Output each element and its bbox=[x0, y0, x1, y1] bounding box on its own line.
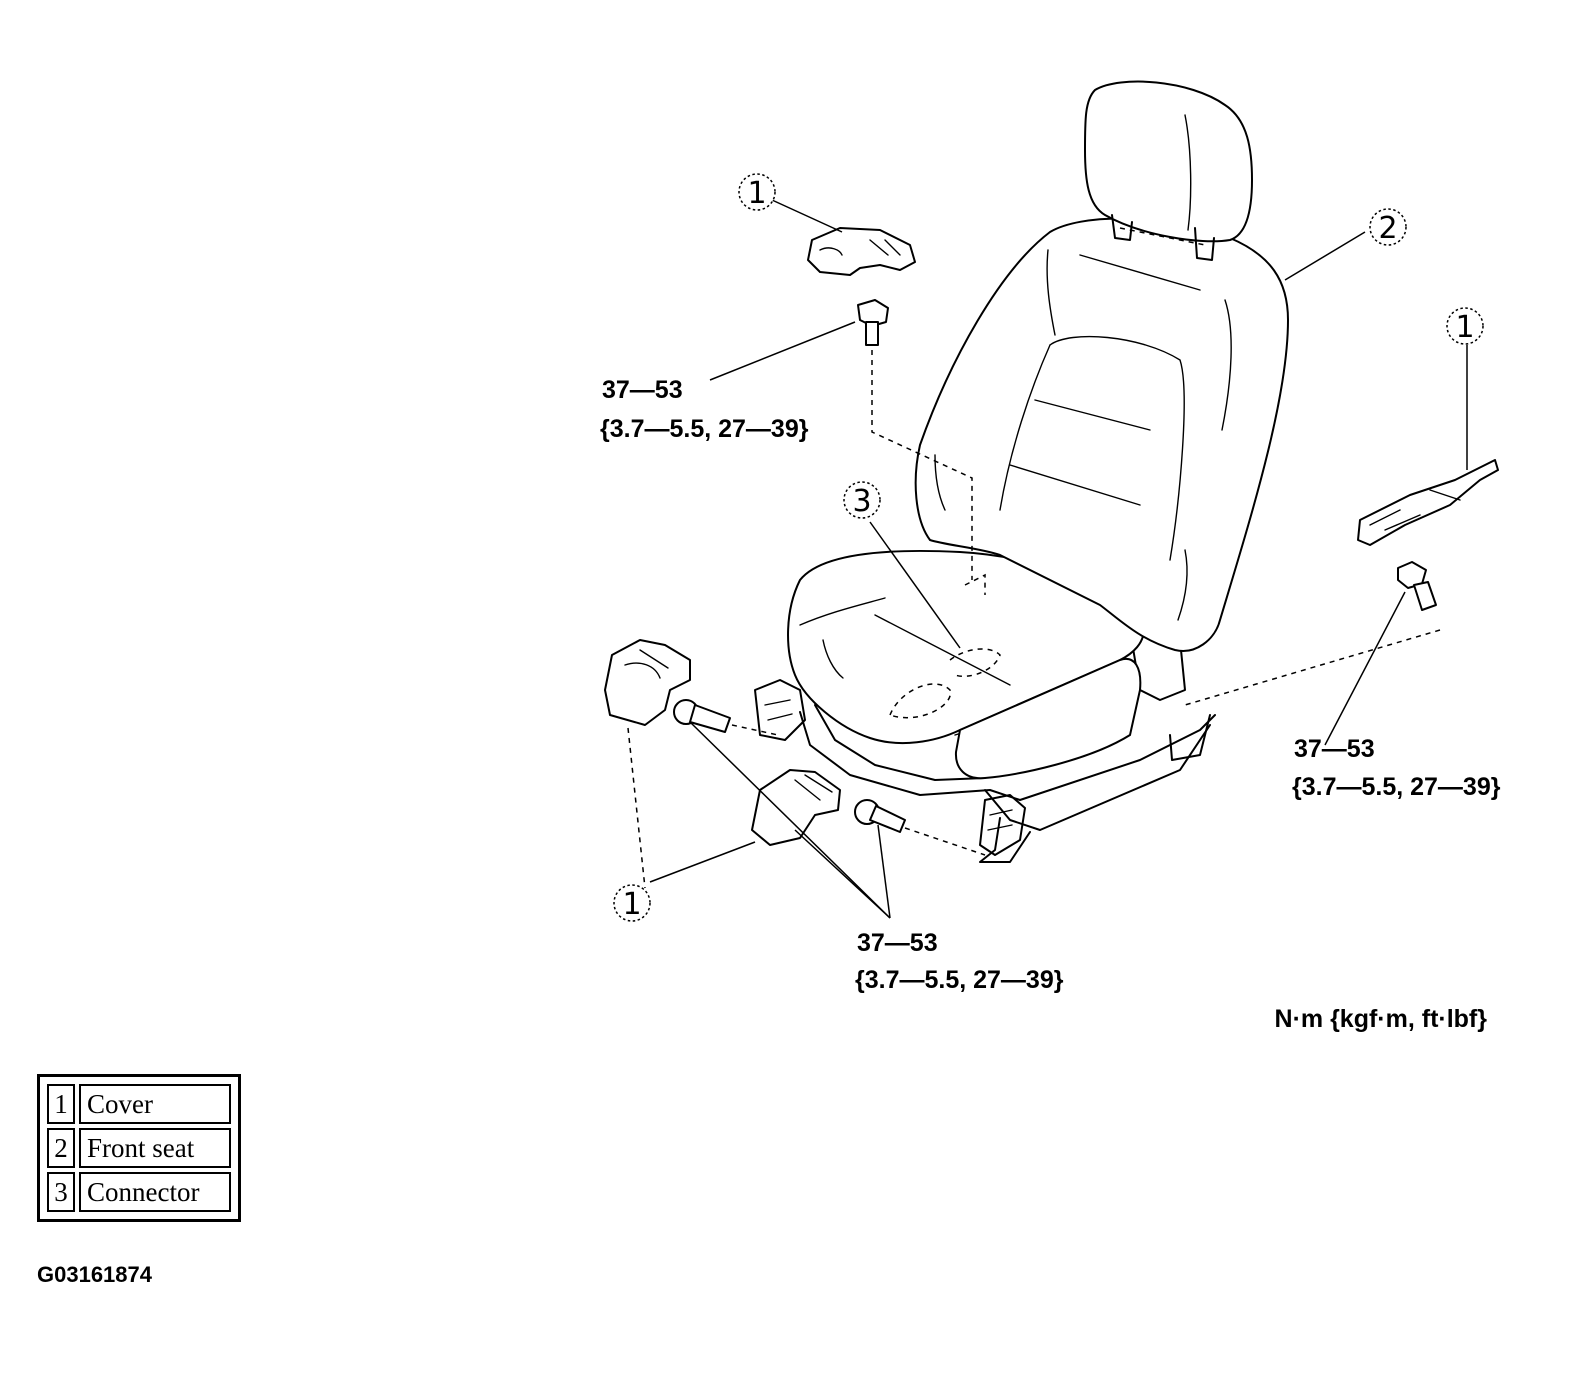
figure-id: G03161874 bbox=[37, 1262, 152, 1287]
legend-label: Front seat bbox=[79, 1128, 231, 1168]
legend-number: 3 bbox=[47, 1172, 75, 1212]
legend-row: 3 Connector bbox=[47, 1172, 231, 1212]
svg-text:{3.7—5.5, 27—39}: {3.7—5.5, 27—39} bbox=[600, 415, 809, 443]
legend-number: 1 bbox=[47, 1084, 75, 1124]
callout-1-top: 1 bbox=[738, 173, 776, 211]
bolt-right bbox=[1184, 561, 1441, 706]
svg-text:37—53: 37—53 bbox=[602, 376, 683, 404]
svg-text:37—53: 37—53 bbox=[1294, 735, 1375, 763]
seat-back bbox=[914, 217, 1289, 652]
cover-upper-left bbox=[807, 227, 916, 276]
bolt-upper-left bbox=[857, 299, 973, 580]
legend-label: Connector bbox=[79, 1172, 231, 1212]
svg-text:3: 3 bbox=[852, 484, 871, 519]
torque-label-upper-left: 37—53 {3.7—5.5, 27—39} bbox=[600, 376, 809, 443]
torque-label-right: 37—53 {3.7—5.5, 27—39} bbox=[1292, 735, 1501, 801]
legend-row: 2 Front seat bbox=[47, 1128, 231, 1168]
bolt-front-left bbox=[673, 699, 779, 736]
svg-text:{3.7—5.5, 27—39}: {3.7—5.5, 27—39} bbox=[1292, 773, 1501, 801]
svg-text:1: 1 bbox=[622, 887, 641, 922]
legend-number: 2 bbox=[47, 1128, 75, 1168]
svg-text:1: 1 bbox=[747, 176, 766, 211]
headrest bbox=[1084, 80, 1253, 261]
legend-table: 1 Cover 2 Front seat 3 Connector bbox=[43, 1080, 235, 1216]
legend-label: Cover bbox=[79, 1084, 231, 1124]
cover-right bbox=[1357, 459, 1499, 546]
cover-front-left bbox=[604, 639, 691, 726]
leader-lines bbox=[627, 199, 1468, 919]
callout-1-bottom: 1 bbox=[613, 884, 651, 922]
torque-units-label: N·m {kgf·m, ft·lbf} bbox=[1275, 1005, 1488, 1033]
bolt-front-center bbox=[854, 799, 986, 856]
legend-row: 1 Cover bbox=[47, 1084, 231, 1124]
svg-text:1: 1 bbox=[1455, 310, 1474, 345]
svg-text:{3.7—5.5, 27—39}: {3.7—5.5, 27—39} bbox=[855, 966, 1064, 994]
callout-3: 3 bbox=[843, 481, 881, 519]
torque-label-bottom: 37—53 {3.7—5.5, 27—39} bbox=[855, 929, 1064, 994]
svg-text:2: 2 bbox=[1378, 211, 1397, 246]
callout-1-right: 1 bbox=[1446, 307, 1484, 345]
parts-legend: 1 Cover 2 Front seat 3 Connector bbox=[37, 1074, 241, 1222]
svg-text:37—53: 37—53 bbox=[857, 929, 938, 957]
seat-cushion bbox=[787, 549, 1145, 780]
cover-front-center bbox=[751, 769, 841, 846]
callout-2: 2 bbox=[1369, 208, 1407, 246]
